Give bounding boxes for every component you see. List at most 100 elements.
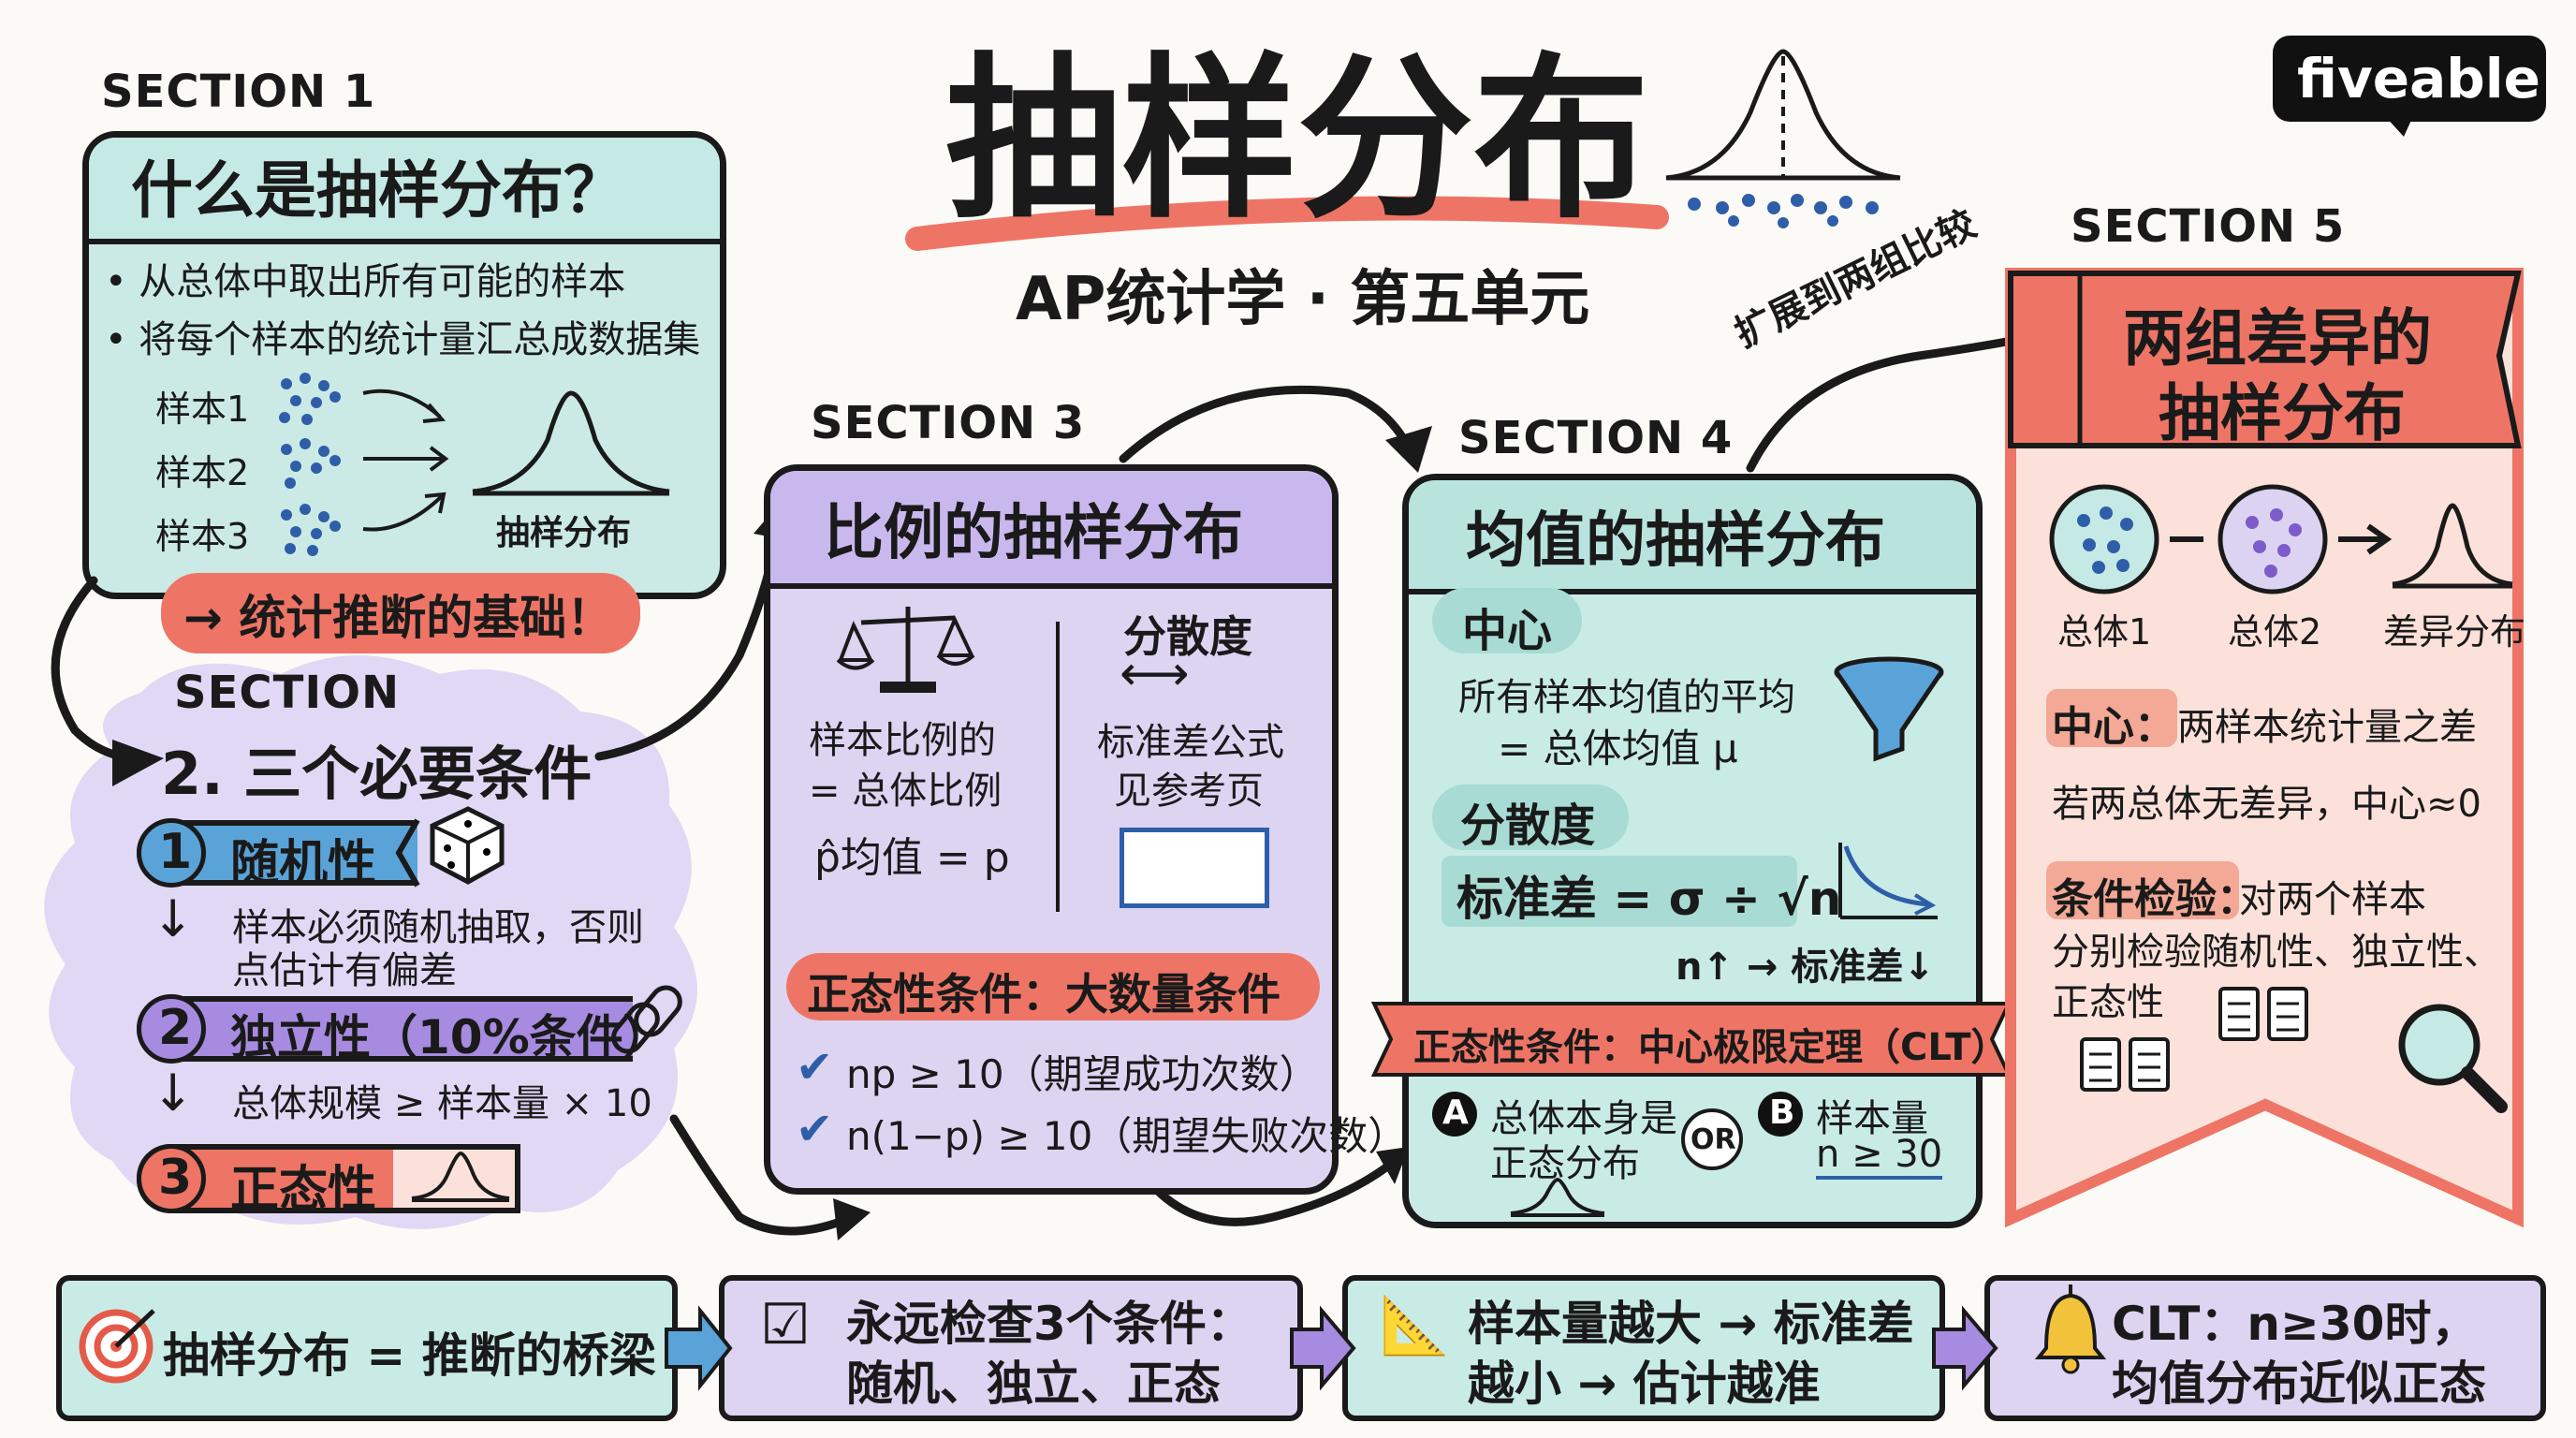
condition-3-name: 正态性: [230, 1162, 377, 1218]
section5-check-tag: 条件检验：: [2052, 875, 2258, 923]
condition-1-number: [137, 818, 206, 888]
option-a-line2: 正态分布: [1490, 1142, 1640, 1185]
condition-3-num-text: 3: [158, 1150, 193, 1206]
section3-title: 比例的抽样分布: [824, 499, 1243, 568]
section2-title: 2. 三个必要条件: [161, 740, 593, 808]
section4-title: 均值的抽样分布: [1466, 506, 1885, 576]
section3-header: [770, 471, 1332, 589]
pop1-label: 总体1: [2057, 611, 2152, 653]
condition-3-curve-box: [393, 1144, 520, 1213]
section4-center-tag: [1432, 588, 1582, 653]
section5-center-tag-bg: [2046, 689, 2177, 747]
section5-center-note: 若两总体无差异，中心≈0: [2052, 783, 2481, 826]
option-a-line1: 总体本身是: [1490, 1097, 1677, 1140]
section4-sd-note: n↑ → 标准差↓: [1676, 946, 1935, 989]
footer-4-line1: CLT：n≥30时，: [2112, 1297, 2479, 1351]
section3-left-line1: 样本比例的: [809, 719, 996, 762]
footer-2-line1: 永远检查3个条件：: [846, 1297, 1253, 1351]
section3-divider: [1056, 622, 1060, 912]
section1-label: SECTION 1: [101, 66, 376, 118]
footer-2-line2: 随机、独立、正态: [846, 1357, 1221, 1411]
section4-center-line2: = 总体均值 μ: [1498, 726, 1738, 771]
section5-center-tag: 中心：: [2052, 703, 2175, 751]
condition-1-desc-2: 点估计有偏差: [232, 949, 457, 992]
or-badge: [1681, 1108, 1743, 1170]
sample-label-1: 样本1: [155, 389, 250, 430]
section3-left-line3: p̂均值 = p: [814, 834, 1010, 882]
condition-3-number: [137, 1144, 206, 1213]
footer-card-1: [56, 1275, 678, 1421]
section1-callout-text: → 统计推断的基础！: [183, 591, 614, 645]
page-title: 抽样分布: [945, 37, 1649, 242]
section4-center-line1: 所有样本均值的平均: [1458, 676, 1795, 719]
spread-double-arrow: ⟷: [1120, 646, 1190, 702]
sd-formula-box: [1442, 856, 1797, 927]
pop2-label: 总体2: [2228, 611, 2322, 653]
section4-sd-formula: 标准差 = σ ÷ √n: [1456, 872, 1842, 926]
section3-check-2: n(1−p) ≥ 10（期望失败次数）: [846, 1113, 1408, 1159]
section4-label: SECTION 4: [1458, 412, 1734, 464]
check-icon-1: ✔: [796, 1041, 834, 1093]
section1-bullet-2: • 将每个样本的统计量汇总成数据集: [105, 318, 701, 361]
reference-box: [1120, 828, 1269, 908]
section4-spread-tag-text: 分散度: [1460, 800, 1596, 852]
section4-header: [1409, 480, 1976, 594]
condition-1-name: 随机性: [230, 836, 377, 892]
section3-label: SECTION 3: [811, 397, 1086, 449]
option-b-letter: B: [1769, 1093, 1795, 1132]
condition-1-arrow: ↓: [152, 889, 195, 948]
condition-2-arrow: ↓: [152, 1064, 195, 1123]
section3-right-line1: 标准差公式: [1097, 721, 1284, 764]
section5-title-line2: 抽样分布: [2159, 377, 2406, 449]
section3-left-line2: = 总体比例: [809, 770, 1003, 813]
footer-card-2: [719, 1275, 1303, 1421]
sampling-dist-label: 抽样分布: [496, 514, 632, 552]
section5-title-line1: 两组差异的: [2123, 302, 2432, 374]
or-label: OR: [1690, 1123, 1736, 1156]
condition-2-desc-1: 总体规模 ≥ 样本量 × 10: [232, 1082, 652, 1125]
section3-check-1: np ≥ 10（期望成功次数）: [846, 1051, 1319, 1097]
option-b-badge: [1758, 1092, 1803, 1137]
diff-label: 差异分布: [2383, 611, 2526, 653]
footer-4-line2: 均值分布近似正态: [2112, 1357, 2486, 1411]
check-icon-2: ✔: [796, 1103, 834, 1155]
option-b-line2: n ≥ 30: [1816, 1133, 1943, 1180]
section5-check-text1: 对两个样本: [2239, 878, 2426, 921]
condition-2-name: 独立性（10%条件）: [230, 1010, 670, 1064]
page-subtitle: AP统计学 · 第五单元: [1016, 265, 1590, 334]
section2-label: SECTION: [174, 667, 401, 719]
ruler-triangle-icon: 📐: [1380, 1293, 1450, 1358]
section5-arrow-label: 扩展到两组比较: [1728, 202, 1983, 357]
footer-1-line1: 抽样分布 = 推断的桥梁: [163, 1328, 656, 1383]
footer-card-3: [1342, 1275, 1945, 1421]
footer-3-line1: 样本量越大 → 标准差: [1468, 1297, 1914, 1351]
condition-2-number: [137, 994, 206, 1064]
section3-right-line2: 见参考页: [1114, 770, 1264, 813]
option-b-line1: 样本量: [1816, 1097, 1928, 1140]
section4-normal-label: 正态性条件：中心极限定理（CLT）: [1413, 1026, 2009, 1069]
condition-1-desc-1: 样本必须随机抽取，否则: [232, 906, 644, 949]
option-a-letter: A: [1442, 1093, 1469, 1132]
section3-normal-label: 正态性条件：大数量条件: [807, 969, 1281, 1020]
condition-1-num-text: 1: [158, 824, 193, 880]
sample-label-3: 样本3: [155, 516, 250, 557]
section3-normal-banner: [786, 953, 1320, 1020]
section5-check-tag-bg: [2046, 861, 2239, 919]
section4-center-tag-text: 中心: [1462, 605, 1553, 657]
section1-callout: [161, 573, 640, 653]
section1-header: [89, 138, 720, 244]
section3-right-title: 分散度: [1123, 611, 1252, 662]
section5-label: SECTION 5: [2071, 200, 2346, 253]
section5-check-text2: 分别检验随机性、独立性、: [2052, 931, 2501, 974]
option-a-badge: [1432, 1092, 1477, 1137]
section1-title: 什么是抽样分布？: [131, 154, 625, 227]
condition-2-banner: [137, 996, 633, 1062]
condition-2-num-text: 2: [158, 1000, 193, 1056]
footer-3-line2: 越小 → 估计越准: [1468, 1357, 1821, 1411]
sample-label-2: 样本2: [155, 452, 250, 493]
section1-bullet-1: • 从总体中取出所有可能的样本: [105, 260, 626, 303]
checkbox-icon: ☑: [760, 1292, 811, 1357]
section4-spread-tag: [1432, 785, 1629, 850]
brand-logo[interactable]: fiveable: [2273, 36, 2546, 137]
section5-check-text3: 正态性: [2052, 981, 2164, 1024]
